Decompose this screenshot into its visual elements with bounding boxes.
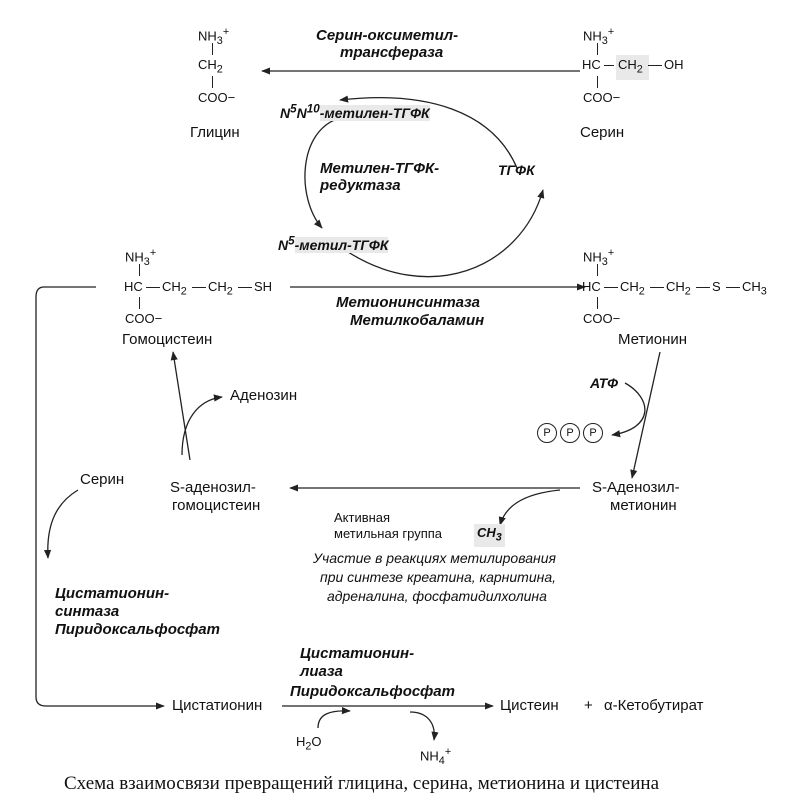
methionine-coo: COO− <box>583 311 621 326</box>
sah-label-line1: S-аденозил- <box>170 479 256 496</box>
methionine-ch2-a: CH2 <box>620 279 645 298</box>
sah-to-homocysteine-arrow <box>170 351 191 461</box>
methyl-group-arrow <box>498 489 561 526</box>
ketobutyrate-label: α-Кетобутират <box>604 697 704 714</box>
active-methyl-line1: Активная <box>334 510 391 525</box>
water-in-arrow <box>317 707 351 729</box>
serine-oh: OH <box>664 57 684 72</box>
phosphate-2: P <box>560 423 580 443</box>
serine-label: Серин <box>580 124 625 141</box>
methionine-hc: HC <box>582 279 601 294</box>
serine-coo: COO− <box>583 90 621 105</box>
cysteine-label: Цистеин <box>500 697 559 714</box>
ammonium-label: NH4+ <box>420 746 452 767</box>
glycine-nh3: NH3+ <box>198 26 230 47</box>
sam-label-line1: S-Аденозил- <box>592 479 680 496</box>
n5n10-methylene-thf: N5N10-метилен-ТГФК <box>280 102 430 121</box>
cbs-enzyme-line3: Пиридоксальфосфат <box>55 621 220 638</box>
methylation-note-line2: при синтезе креатина, карнитина, <box>320 569 557 585</box>
adenosine-arrow <box>181 394 223 456</box>
methionine-to-sam-arrow <box>630 351 661 479</box>
sam-label-line2: метионин <box>610 497 677 514</box>
homocysteine-label: Гомоцистеин <box>122 331 213 348</box>
glycine-ch2: CH2 <box>198 57 223 76</box>
plus-sign: + <box>584 697 593 714</box>
homocysteine-sh: SH <box>254 279 273 294</box>
active-methyl-ch3: CH3 <box>474 524 505 547</box>
methylation-note-line1: Участие в реакциях метилирования <box>313 550 556 566</box>
mthfr-enzyme-line1: Метилен-ТГФК- <box>320 160 440 177</box>
cgl-enzyme-line1: Цистатионин- <box>300 645 415 662</box>
water-label: H2O <box>296 734 322 753</box>
ms-enzyme-line1: Метионинсинтаза <box>336 294 481 311</box>
cgl-enzyme-line2: лиаза <box>300 663 343 680</box>
methyl-thf-to-thf-arrow <box>344 189 545 278</box>
serine-nh3: NH3+ <box>583 26 615 47</box>
homocysteine-ch2-b: CH2 <box>208 279 233 298</box>
serine-hc: HC <box>582 57 601 72</box>
glycine-coo: COO− <box>198 90 236 105</box>
phosphate-3: P <box>583 423 603 443</box>
methionine-s: S <box>712 279 721 294</box>
shmt-enzyme-line1: Серин-оксиметил- <box>316 27 459 44</box>
methylation-note-line3: адреналина, фосфатидилхолина <box>327 588 547 604</box>
homocysteine-ch2-a: CH2 <box>162 279 187 298</box>
homocysteine-nh3: NH3+ <box>125 247 157 268</box>
cbs-enzyme-line1: Цистатионин- <box>55 585 170 602</box>
serine-to-cbs-arrow <box>43 489 79 559</box>
methionine-nh3: NH3+ <box>583 247 615 268</box>
thf-to-methylene-thf-arrow <box>339 95 518 169</box>
methionine-ch2-b: CH2 <box>666 279 691 298</box>
methionine-label: Метионин <box>618 331 688 348</box>
serine-input-label: Серин <box>80 471 125 488</box>
methylene-to-methyl-thf-arrow <box>304 117 341 229</box>
shmt-enzyme-line2: трансфераза <box>340 44 444 61</box>
homocysteine-coo: COO− <box>125 311 163 326</box>
cgl-enzyme-line3: Пиридоксальфосфат <box>290 683 455 700</box>
ms-enzyme-line2: Метилкобаламин <box>350 312 485 329</box>
sah-label-line2: гомоцистеин <box>172 497 261 514</box>
serine-ch2-highlight: CH2 <box>616 55 649 80</box>
glycine-label: Глицин <box>190 124 240 141</box>
atp-arrow <box>611 382 646 438</box>
homocysteine-to-cystathionine-arrow <box>35 286 165 710</box>
atp-label: АТФ <box>590 375 618 391</box>
n5-methyl-thf: N5-метил-ТГФК <box>278 234 389 253</box>
phosphate-1: P <box>537 423 557 443</box>
cystathionine-label: Цистатионин <box>172 697 263 714</box>
methionine-ch3: CH3 <box>742 279 767 298</box>
figure-caption: Схема взаимосвязи превращений глицина, с… <box>64 773 660 794</box>
adenosine-label: Аденозин <box>230 387 298 404</box>
mthfr-enzyme-line2: редуктаза <box>320 177 401 194</box>
active-methyl-line2: метильная группа <box>334 526 443 541</box>
homocysteine-hc: HC <box>124 279 143 294</box>
ammonia-out-arrow <box>409 711 439 741</box>
thf-label: ТГФК <box>498 162 535 178</box>
cbs-enzyme-line2: синтаза <box>55 603 120 620</box>
